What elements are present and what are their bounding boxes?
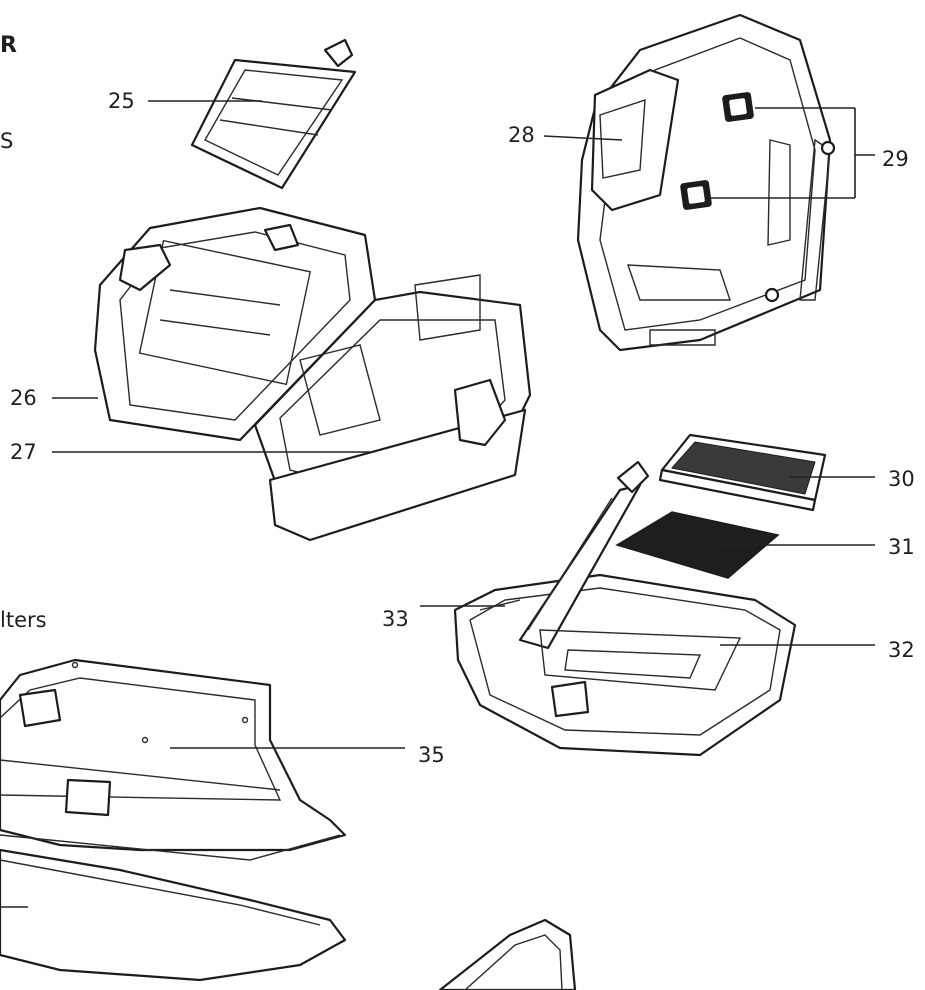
callout-35: 35 [418, 743, 445, 767]
part-bottom-partial [438, 918, 577, 990]
part-25-filter-frame [190, 38, 357, 190]
callout-31: 31 [888, 535, 915, 559]
callout-26: 26 [10, 386, 37, 410]
callout-32: 32 [888, 638, 915, 662]
part-26-27-dustbin-open [93, 206, 532, 542]
callout-33: 33 [382, 607, 409, 631]
part-31-sponge-filter [615, 511, 780, 579]
partial-left-text: S [0, 129, 13, 153]
part-32-33-dustbin-filters [453, 460, 797, 757]
callout-29: 29 [882, 147, 909, 171]
part-28-29-dustbin-back [576, 13, 836, 352]
part-cover-plate-bottom [0, 848, 347, 982]
callout-28: 28 [508, 123, 535, 147]
partial-heading-text: R [0, 33, 17, 58]
filters-partial-text: lters [0, 608, 47, 632]
callout-27: 27 [10, 440, 37, 464]
leader-lines [0, 100, 875, 908]
callout-30: 30 [888, 467, 915, 491]
callout-25: 25 [108, 89, 135, 113]
part-30-hepa-filter [658, 433, 827, 512]
part-35-lower-cover [0, 658, 347, 861]
